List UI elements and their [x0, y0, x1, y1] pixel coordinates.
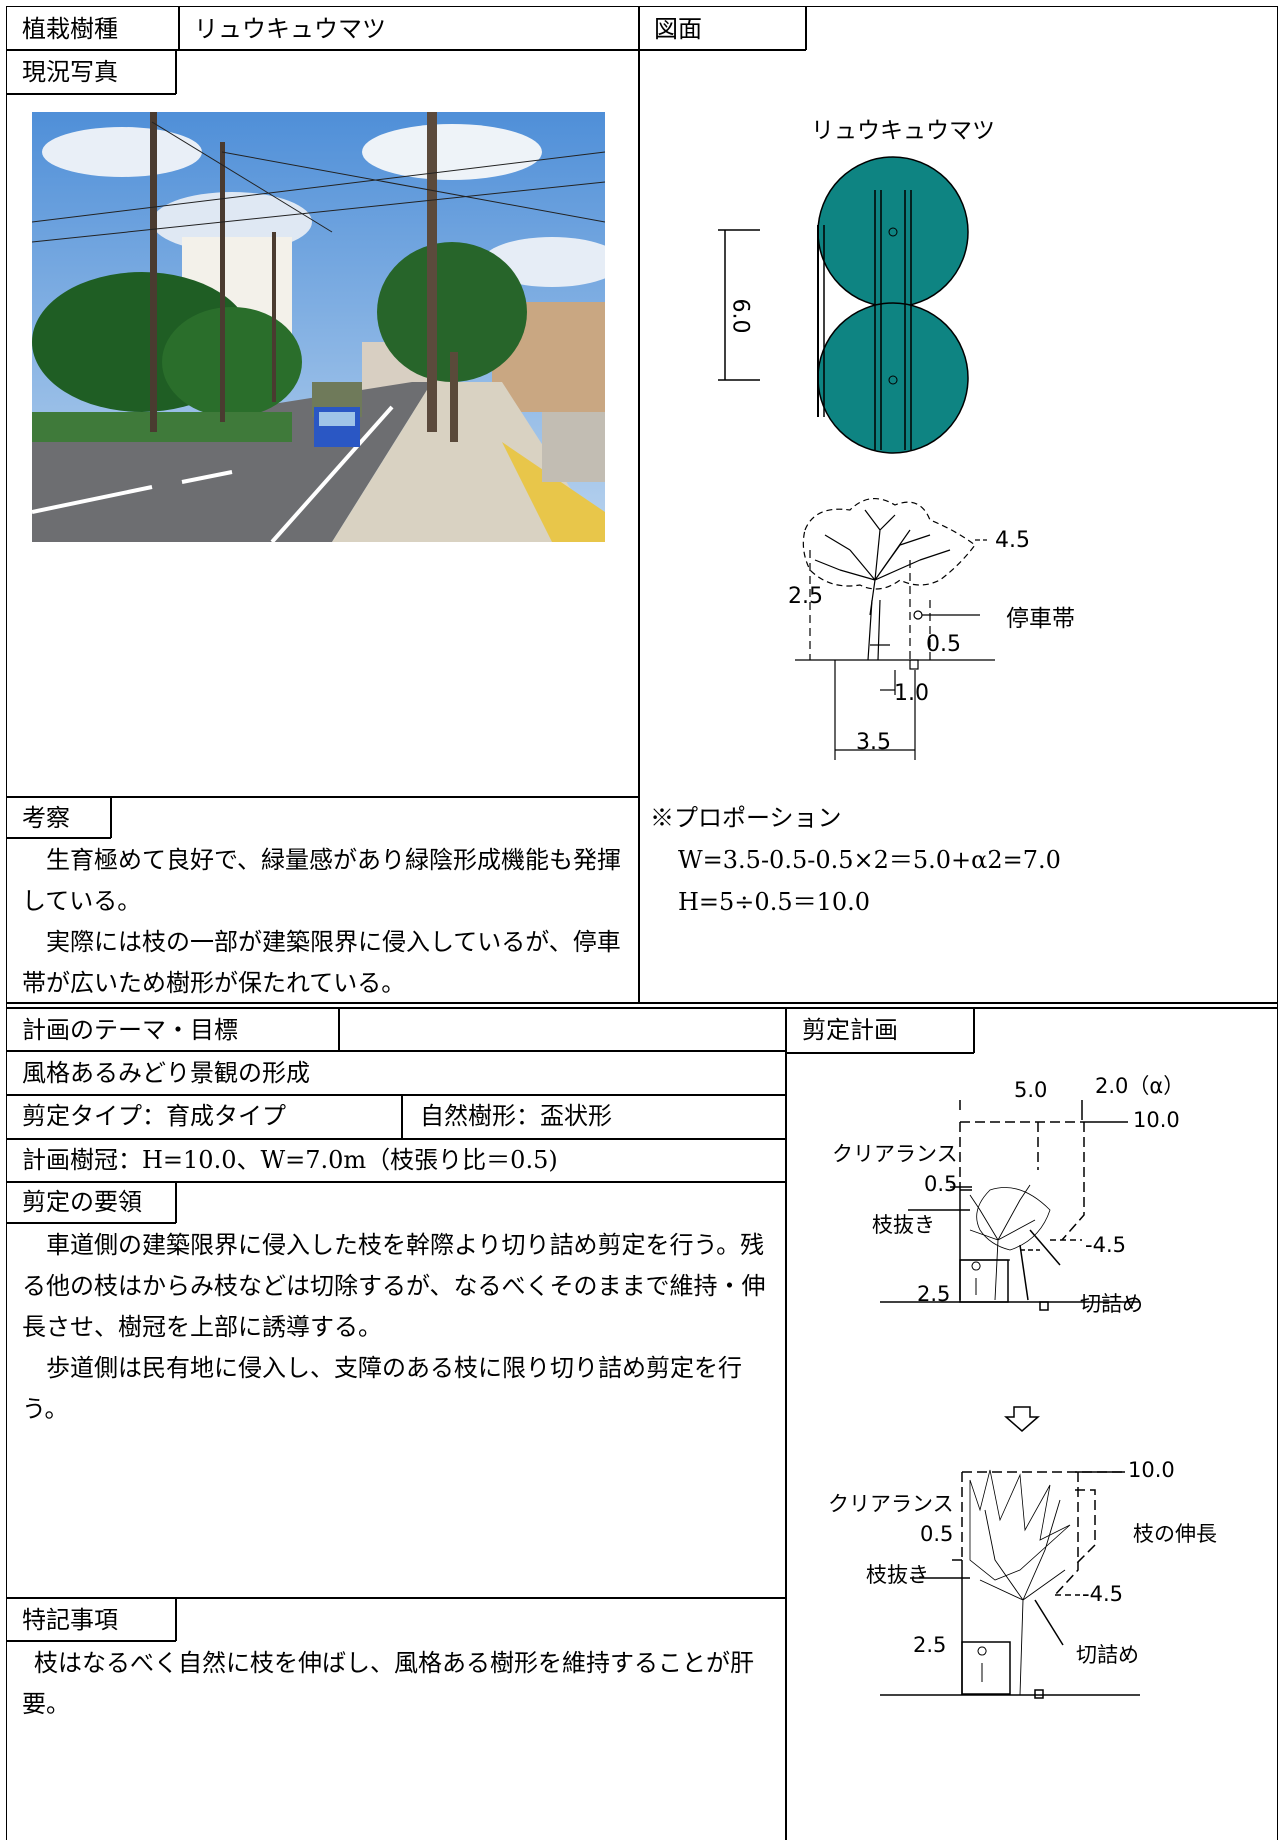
- photo-label: 現況写真: [22, 58, 118, 86]
- elevation-height-4-5: 4.5: [995, 528, 1030, 553]
- method-para1: 車道側の建築限界に侵入した枝を幹際より切り詰め剪定を行う。残る他の枝はからみ枝な…: [22, 1231, 766, 1341]
- observation-para2: 実際には枝の一部が建築限界に侵入しているが、停車帯が広いため樹形が保たれている。: [22, 928, 621, 997]
- theme-value: 風格あるみどり景観の形成: [22, 1059, 310, 1087]
- divider: [6, 796, 638, 798]
- method-label: 剪定の要領: [22, 1188, 142, 1216]
- pruning-after-diagram: [880, 1469, 1140, 1699]
- elevation-height-2-5: 2.5: [788, 584, 823, 609]
- pruning-before-diagram: [880, 1100, 1140, 1311]
- clearance-label: クリアランス: [832, 1142, 958, 1166]
- divider: [6, 1002, 1278, 1004]
- divider: [6, 1222, 176, 1224]
- theme-label: 計画のテーマ・目標: [22, 1016, 238, 1044]
- proportion-title: ※プロポーション: [650, 804, 842, 832]
- observation-label: 考察: [22, 804, 70, 832]
- divider: [6, 1181, 786, 1183]
- divider: [638, 6, 640, 1002]
- drawing-label: 図面: [654, 15, 702, 43]
- after-clearance-label: クリアランス: [828, 1492, 954, 1516]
- plan-dimension: 6.0: [727, 298, 753, 334]
- divider: [973, 1007, 975, 1053]
- divider: [175, 1181, 177, 1223]
- divider: [175, 49, 177, 94]
- street-photo: [32, 112, 605, 542]
- after-thinning-label: 枝抜き: [866, 1563, 929, 1587]
- divider: [6, 49, 638, 51]
- divider: [401, 1094, 403, 1138]
- natural-shape: 自然樹形：盃状形: [420, 1102, 612, 1130]
- height-4-5: -4.5: [1085, 1233, 1126, 1257]
- species-value: リュウキュウマツ: [194, 15, 386, 43]
- divider: [6, 1094, 786, 1096]
- divider: [175, 1597, 177, 1641]
- observation-para1: 生育極めて良好で、緑量感があり緑陰形成機能も発揮している。: [22, 846, 622, 915]
- prune-type: 剪定タイプ：育成タイプ: [22, 1102, 286, 1130]
- elevation-curb-1-0: 1.0: [894, 681, 929, 706]
- divider: [338, 1007, 340, 1050]
- after-clearance-value: 0.5: [920, 1522, 954, 1546]
- divider: [638, 49, 806, 51]
- method-para2: 歩道側は民有地に侵入し、支障のある枝に限り切り詰め剪定を行う。: [22, 1354, 742, 1423]
- proportion-w-formula: W=3.5-0.5-0.5×2＝5.0+α2=7.0: [678, 846, 1061, 874]
- height-2-5: 2.5: [917, 1282, 951, 1306]
- after-height-10: 10.0: [1128, 1458, 1175, 1482]
- divider: [6, 1138, 786, 1140]
- divider: [805, 6, 807, 50]
- species-label: 植栽樹種: [22, 15, 118, 43]
- notes-label: 特記事項: [22, 1606, 118, 1634]
- divider: [785, 1052, 974, 1054]
- branch-extension-label: 枝の伸長: [1133, 1522, 1217, 1546]
- after-height-4-5: -4.5: [1082, 1582, 1123, 1606]
- divider: [6, 1007, 1278, 1009]
- tree-elevation-drawing: [795, 498, 995, 760]
- pruning-width-5-0: 5.0: [1014, 1078, 1048, 1102]
- parking-lane-label: 停車帯: [1006, 606, 1075, 632]
- divider: [6, 1050, 786, 1052]
- divider: [785, 1007, 787, 1840]
- cut-back-label: 切詰め: [1080, 1292, 1143, 1316]
- crown-plan: 計画樹冠：H=10.0、W=7.0m（枝張り比＝0.5): [22, 1146, 558, 1174]
- pruning-alpha: 2.0（α）: [1095, 1074, 1185, 1098]
- down-arrow-icon: [1004, 1406, 1040, 1432]
- after-height-2-5: 2.5: [913, 1633, 947, 1657]
- sheet-border: [6, 6, 1278, 1840]
- proportion-h-formula: H=5÷0.5＝10.0: [678, 888, 871, 916]
- divider: [6, 1640, 176, 1642]
- pruning-plan-label: 剪定計画: [802, 1016, 898, 1044]
- elevation-width-3-5: 3.5: [856, 730, 891, 755]
- divider: [6, 837, 111, 839]
- clearance-value: 0.5: [924, 1172, 958, 1196]
- pruning-height-10: 10.0: [1133, 1108, 1180, 1132]
- divider: [6, 93, 176, 95]
- thinning-label: 枝抜き: [872, 1213, 935, 1237]
- divider: [178, 6, 180, 50]
- elevation-offset-0-5: 0.5: [926, 632, 961, 657]
- tree-plan-drawing: [718, 156, 969, 454]
- divider: [110, 796, 112, 838]
- after-cut-back-label: 切詰め: [1076, 1643, 1139, 1667]
- plan-title: リュウキュウマツ: [811, 118, 995, 144]
- divider: [6, 1597, 786, 1599]
- notes-para: 枝はなるべく自然に枝を伸ばし、風格ある樹形を維持することが肝要。: [22, 1649, 754, 1718]
